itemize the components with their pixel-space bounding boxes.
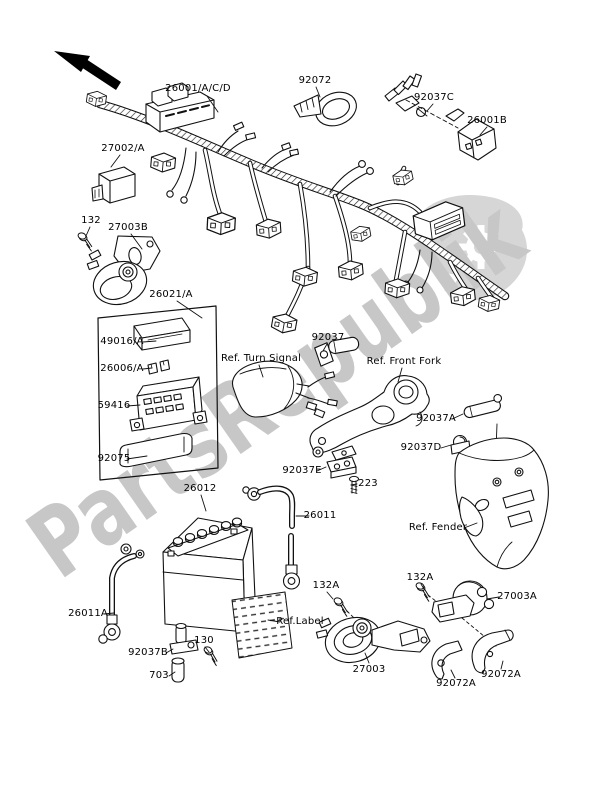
damper-92075-drawing xyxy=(119,432,193,468)
label-sheet-drawing xyxy=(231,591,293,659)
part-label-26006a: 26006/A xyxy=(100,363,144,374)
connector-26001b-drawing xyxy=(445,108,497,161)
fuse-box-26001-drawing xyxy=(145,82,215,133)
part-label-130: 130 xyxy=(194,635,214,646)
part-label-92037c: 92037C xyxy=(414,92,454,103)
part-label-ref-label: Ref.Label xyxy=(276,616,324,627)
part-label-ref-front-fork: Ref. Front Fork xyxy=(366,356,442,367)
junction-box-59416-drawing xyxy=(129,376,208,432)
part-label-26011: 26011 xyxy=(303,510,337,521)
part-label-27002a: 27002/A xyxy=(101,143,145,154)
cable-26011-drawing xyxy=(242,485,301,590)
bolt-130-drawing xyxy=(199,645,223,667)
part-label-26012: 26012 xyxy=(183,483,217,494)
part-label-92072a-right: 92072A xyxy=(481,669,521,680)
part-label-92037a: 92037A xyxy=(416,413,456,424)
relay-27002-drawing xyxy=(91,166,136,204)
part-label-26011a: 26011A xyxy=(68,608,108,619)
horn-27003b-drawing xyxy=(74,231,161,306)
clips-26006-drawing xyxy=(147,359,171,375)
part-label-92037e: 92037E xyxy=(282,465,322,476)
front-fork-bracket-drawing xyxy=(309,375,430,461)
part-label-27003a: 27003A xyxy=(497,591,537,602)
gear-icon xyxy=(459,225,503,269)
bracket-92037e-drawing xyxy=(326,456,357,479)
part-label-27003: 27003 xyxy=(352,664,386,675)
part-label-92072a-bottom: 92072A xyxy=(436,678,476,689)
horn-bracket-27003a-drawing xyxy=(411,580,497,647)
part-label-26001b: 26001B xyxy=(467,115,507,126)
fender-drawing xyxy=(454,437,549,570)
cable-tie-drawing xyxy=(293,91,357,127)
part-label-92037b: 92037B xyxy=(128,647,168,658)
part-label-92075: 92075 xyxy=(97,453,131,464)
junction-box-group-drawing xyxy=(97,305,219,481)
part-label-92037: 92037 xyxy=(311,332,345,343)
part-label-26001acd: 26001/A/C/D xyxy=(165,83,231,94)
part-label-27003b: 27003B xyxy=(108,222,148,233)
part-label-59416: 59416 xyxy=(97,400,131,411)
part-label-132a-left: 132A xyxy=(312,580,340,591)
clamp-92037-drawing xyxy=(314,336,360,367)
part-label-132a-right: 132A xyxy=(406,572,434,583)
part-label-49016a: 49016/A xyxy=(100,336,144,347)
grommet-703-drawing xyxy=(171,657,185,683)
part-label-26021a: 26021/A xyxy=(149,289,193,300)
part-label-ref-fender: Ref. Fender xyxy=(408,522,468,533)
part-label-92072: 92072 xyxy=(298,75,332,86)
clamp-92037b-drawing xyxy=(169,622,199,655)
direction-arrow-icon xyxy=(54,51,121,90)
part-label-92037d: 92037D xyxy=(400,442,442,453)
clamp-92072a-left-drawing xyxy=(431,640,463,680)
part-label-223: 223 xyxy=(358,478,378,489)
part-label-132: 132 xyxy=(81,215,101,226)
leader-lines xyxy=(85,86,504,679)
connector-92037c-drawing xyxy=(384,73,428,118)
part-label-703: 703 xyxy=(149,670,169,681)
wiring-harness-drawing xyxy=(85,82,510,336)
horn-27003-drawing xyxy=(315,596,431,664)
cover-49016-drawing xyxy=(133,317,191,351)
cable-26011a-drawing xyxy=(98,543,145,644)
turn-signal-drawing xyxy=(232,360,338,419)
clamp-92072a-right-drawing xyxy=(471,629,514,674)
part-label-ref-turn-signal: Ref. Turn Signal xyxy=(220,353,302,364)
